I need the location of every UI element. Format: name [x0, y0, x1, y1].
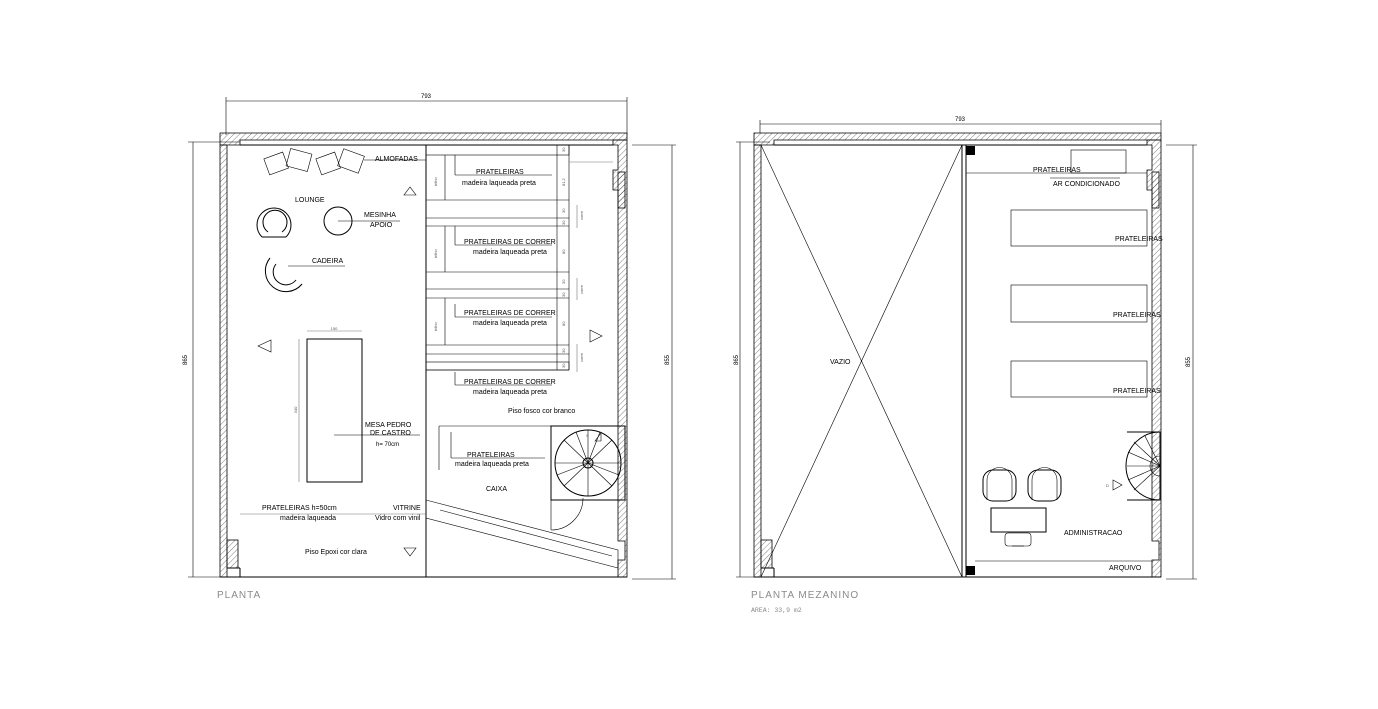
- mezzanine-shelves: PRATELEIRAS PRATELEIRAS PRATELEIRAS: [1010, 209, 1163, 398]
- shelving-units: 30 81,2 30 30 80 30 30 80 30 30 trilho t…: [425, 144, 613, 372]
- svg-text:80: 80: [561, 249, 566, 254]
- walls-right: [753, 132, 1162, 578]
- title-planta: PLANTA: [217, 590, 261, 601]
- svg-text:PRATELEIRAS: PRATELEIRAS: [467, 452, 515, 459]
- svg-text:AR CONDICIONADO: AR CONDICIONADO: [1053, 181, 1120, 188]
- column-top: [966, 146, 975, 155]
- dim-height-left-m: 865: [734, 141, 770, 578]
- planta-mezanino: 793 865 855: [734, 117, 1197, 614]
- svg-text:150: 150: [331, 326, 338, 331]
- svg-text:80: 80: [561, 321, 566, 326]
- shelf-callouts: PRATELEIRAS madeira laqueada preta PRATE…: [454, 155, 556, 396]
- planta-ground-floor: 793 865 855: [183, 94, 676, 601]
- svg-text:PRATELEIRAS: PRATELEIRAS: [1033, 167, 1081, 174]
- svg-text:PRATELEIRAS DE CORRER: PRATELEIRAS DE CORRER: [464, 310, 556, 317]
- caixa-counter: PRATELEIRAS madeira laqueada preta CAIXA: [425, 425, 619, 569]
- table-mesa: 150 340: [293, 326, 363, 483]
- label-vazio: VAZIO: [830, 359, 851, 366]
- svg-text:PRATELEIRAS: PRATELEIRAS: [476, 169, 524, 176]
- dim-width-right: 793: [759, 117, 1162, 133]
- svg-text:865: 865: [734, 354, 740, 365]
- lounge-chair: [256, 207, 292, 238]
- svg-text:PRATELEIRAS: PRATELEIRAS: [1113, 312, 1161, 319]
- label-vitrine-2: Vidro com vinil: [375, 515, 421, 522]
- top-shelf: PRATELEIRAS AR CONDICIONADO: [966, 149, 1147, 188]
- svg-text:30: 30: [561, 279, 566, 284]
- svg-text:PRATELEIRAS: PRATELEIRAS: [1115, 236, 1163, 243]
- label-vitrine-1: VITRINE: [393, 505, 421, 512]
- svg-text:340: 340: [293, 406, 298, 413]
- svg-text:trilho: trilho: [433, 322, 438, 331]
- svg-text:30: 30: [561, 363, 566, 368]
- svg-text:corre: corre: [579, 284, 584, 294]
- svg-text:PRATELEIRAS: PRATELEIRAS: [1113, 388, 1161, 395]
- svg-text:81,2: 81,2: [561, 177, 566, 186]
- label-mesa-1: MESA PEDRO: [365, 422, 412, 429]
- spiral-staircase-right: D: [1106, 431, 1161, 501]
- label-arquivo: ARQUIVO: [1109, 565, 1142, 572]
- label-prat-baixa-1: PRATELEIRAS h=50cm: [262, 505, 337, 512]
- label-mesa-3: h= 70cm: [376, 442, 399, 448]
- svg-text:madeira laqueada preta: madeira laqueada preta: [473, 389, 547, 396]
- column-bottom: [966, 566, 975, 575]
- label-mesinha-1: MESINHA: [364, 212, 396, 219]
- dim-width-text: 793: [421, 94, 432, 100]
- label-almofadas: ALMOFADAS: [375, 156, 418, 163]
- label-prat-baixa-2: madeira laqueada: [280, 515, 336, 522]
- elevation-markers-left: [257, 186, 603, 557]
- label-mesa-2: DE CASTRO: [370, 430, 411, 437]
- svg-text:madeira laqueada preta: madeira laqueada preta: [473, 320, 547, 327]
- label-lounge: LOUNGE: [295, 197, 325, 204]
- svg-text:855: 855: [1186, 356, 1192, 367]
- cushions: [263, 148, 365, 176]
- archive: ARQUIVO: [975, 560, 1152, 572]
- label-piso-epoxi: Piso Epoxi cor clara: [305, 549, 367, 556]
- label-piso-fosco: Piso fosco cor branco: [508, 408, 575, 415]
- label-cadeira: CADEIRA: [312, 258, 343, 265]
- svg-text:madeira laqueada preta: madeira laqueada preta: [462, 180, 536, 187]
- dim-height-right: 855: [632, 144, 676, 580]
- dim-height-left: 865: [183, 141, 240, 578]
- dim-height-right-m: 855: [1166, 144, 1197, 580]
- void-area: VAZIO: [760, 144, 967, 578]
- svg-text:30: 30: [561, 208, 566, 213]
- svg-text:30: 30: [561, 292, 566, 297]
- svg-text:30: 30: [561, 348, 566, 353]
- spiral-staircase-left: S: [550, 425, 626, 501]
- svg-text:S: S: [586, 433, 589, 438]
- title-mezanino: PLANTA MEZANINO: [751, 590, 859, 601]
- svg-text:corre: corre: [579, 210, 584, 220]
- svg-text:corre: corre: [579, 352, 584, 362]
- dim-height-right-text: 855: [665, 354, 671, 365]
- dim-height-left-text: 865: [183, 354, 189, 365]
- svg-text:PRATELEIRAS DE CORRER: PRATELEIRAS DE CORRER: [464, 239, 556, 246]
- dim-width-left: 793: [225, 94, 628, 135]
- svg-text:793: 793: [955, 117, 966, 123]
- svg-text:D: D: [1106, 483, 1109, 488]
- label-caixa: CAIXA: [486, 486, 507, 493]
- label-mesinha-2: APOIO: [370, 222, 393, 229]
- svg-text:30: 30: [561, 220, 566, 225]
- chair: [264, 257, 303, 293]
- subtitle-area: AREA: 33,9 m2: [751, 607, 802, 614]
- svg-text:madeira laqueada preta: madeira laqueada preta: [455, 461, 529, 468]
- svg-text:30: 30: [561, 147, 566, 152]
- svg-text:trilho: trilho: [433, 177, 438, 186]
- admin-furniture: ADMINISTRACAO: [982, 467, 1123, 547]
- svg-text:PRATELEIRAS DE CORRER: PRATELEIRAS DE CORRER: [464, 379, 556, 386]
- svg-text:trilho: trilho: [433, 249, 438, 258]
- label-admin: ADMINISTRACAO: [1064, 530, 1123, 537]
- svg-text:madeira laqueada preta: madeira laqueada preta: [473, 249, 547, 256]
